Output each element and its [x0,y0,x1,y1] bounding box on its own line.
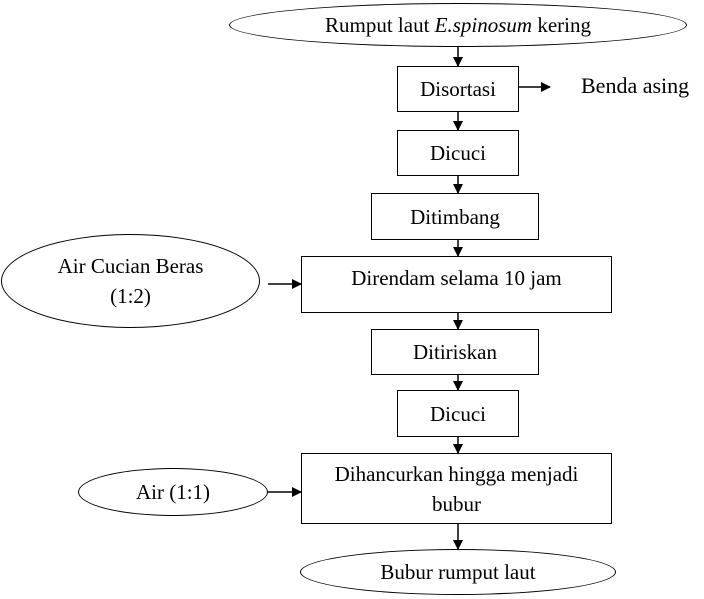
step-wash2-label: Dicuci [430,401,486,426]
end-oval: Bubur rumput laut [300,549,616,595]
rice-water-label-line2: (1:2) [110,284,151,308]
start-label-prefix: Rumput laut [324,13,435,37]
start-oval: Rumput laut E.spinosum kering [229,3,687,47]
rice-water-label-line1: Air Cucian Beras [57,254,204,278]
step-sort-label: Disortasi [420,77,496,101]
step-soak-box: Direndam selama 10 jam [301,256,612,313]
start-label: Rumput laut E.spinosum kering [325,10,591,40]
step-crush-label-line1: Dihancurkan hingga menjadi [334,461,579,486]
step-soak-label: Direndam selama 10 jam [351,266,562,290]
start-label-suffix: kering [532,13,591,37]
end-label: Bubur rumput laut [380,560,536,584]
step-wash1-label: Dicuci [430,141,486,165]
water-oval: Air (1:1) [78,468,268,516]
step-crush-box: Dihancurkan hingga menjadi bubur [301,453,612,524]
step-crush-label-line2: bubur [432,491,481,516]
step-weigh-label: Ditimbang [410,204,500,229]
start-label-species: E.spinosum [434,13,533,37]
step-wash2-box: Dicuci [397,390,519,437]
step-sort-box: Disortasi [397,66,519,112]
rice-water-oval: Air Cucian Beras (1:2) [1,234,260,328]
step-drain-label: Ditiriskan [413,340,497,364]
foreign-matter-label: Benda asing [581,73,690,98]
step-weigh-box: Ditimbang [371,193,539,240]
water-label: Air (1:1) [135,480,211,504]
step-wash1-box: Dicuci [397,130,519,176]
step-drain-box: Ditiriskan [371,329,539,375]
